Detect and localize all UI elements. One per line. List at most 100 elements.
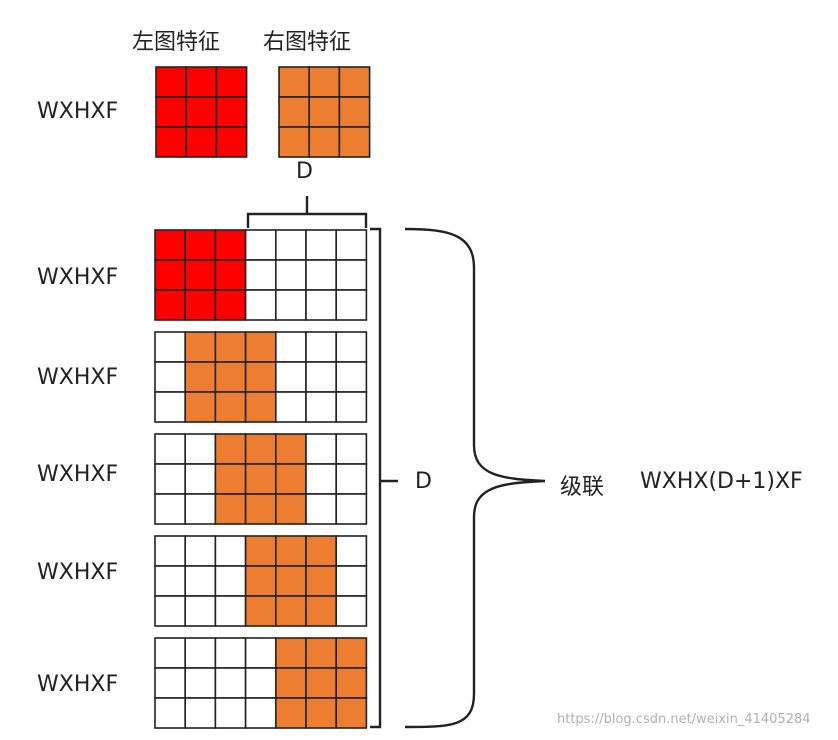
volume-row-4-cell [184,565,217,597]
disparity-label-top: D [296,159,313,184]
volume-row-5-cell [184,637,217,669]
left-feature-cell [185,66,218,98]
volume-row-4-cell [274,565,307,597]
volume-row-1-cell [154,229,187,261]
volume-row-4-cell [184,595,217,627]
volume-row-1-cell [305,289,338,321]
volume-row-5-cell [335,697,368,729]
row-label-1: WXHXF [37,265,119,290]
volume-row-1-cell [154,259,187,291]
volume-row-5-cell [305,637,338,669]
left-feature-cell [215,96,248,128]
volume-row-3-cell [305,463,338,495]
left-feature-cell [215,126,248,158]
volume-row-1-cell [335,259,368,291]
volume-row-3-cell [335,493,368,525]
volume-row-5-cell [184,667,217,699]
volume-row-3-cell [274,493,307,525]
volume-row-1-cell [214,259,247,291]
watermark: https://blog.csdn.net/weixin_41405284 [557,712,811,727]
right-feature-cell [338,66,371,98]
volume-row-4-cell [335,535,368,567]
volume-row-5-cell [244,697,277,729]
row-label-4: WXHXF [37,560,119,585]
volume-row-2-cell [274,391,307,423]
volume-row-4-cell [154,565,187,597]
volume-row-2-cell [244,361,277,393]
volume-row-3-cell [214,493,247,525]
right-feature-cell [308,66,341,98]
volume-row-2-cell [305,331,338,363]
volume-row-3-cell [305,493,338,525]
volume-row-5-cell [184,697,217,729]
right-feature-cell [278,126,311,158]
volume-row-1-cell [214,229,247,261]
volume-row-1-cell [244,229,277,261]
left-feature-cell [155,96,188,128]
volume-row-3-cell [305,433,338,465]
volume-row-4-cell [244,595,277,627]
volume-row-4-cell [335,565,368,597]
volume-row-4-cell [184,535,217,567]
volume-row-3-cell [154,433,187,465]
volume-row-1-cell [274,259,307,291]
volume-row-3-cell [244,433,277,465]
volume-row-3-cell [214,463,247,495]
volume-row-3-cell [274,433,307,465]
volume-row-1-cell [214,289,247,321]
volume-row-4-cell [305,565,338,597]
left-feature-title: 左图特征 [132,30,221,55]
volume-row-4-cell [305,535,338,567]
right-feature-cell [278,96,311,128]
volume-row-5-cell [305,667,338,699]
left-feature-cell [185,126,218,158]
right-feature-cell [338,126,371,158]
volume-row-5-cell [244,667,277,699]
volume-row-5-cell [154,667,187,699]
volume-row-4-cell [305,595,338,627]
volume-row-2-cell [154,361,187,393]
volume-row-1-cell [335,229,368,261]
volume-row-4-cell [244,565,277,597]
volume-row-3-cell [154,463,187,495]
bracket-layer [246,196,546,729]
volume-row-1-cell [184,259,217,291]
volume-row-5-cell [214,667,247,699]
volume-row-4-cell [154,595,187,627]
volume-row-3-cell [244,463,277,495]
volume-row-1-cell [335,289,368,321]
volume-row-2-cell [335,331,368,363]
volume-right-bracket [370,227,398,729]
right-feature-cell [278,66,311,98]
volume-row-1-cell [274,229,307,261]
volume-row-3-cell [154,493,187,525]
volume-row-1-cell [184,289,217,321]
row-label-2: WXHXF [37,365,119,390]
right-feature-cell [308,126,341,158]
disparity-top-bracket [246,196,368,228]
row-label-5: WXHXF [37,672,119,697]
row-label-3: WXHXF [37,462,119,487]
volume-row-1-cell [154,289,187,321]
volume-row-2-cell [154,331,187,363]
volume-row-2-cell [305,391,338,423]
volume-row-3-cell [335,433,368,465]
volume-row-4-cell [154,535,187,567]
right-feature-cell [338,96,371,128]
volume-row-2-cell [214,331,247,363]
concat-label: 级联 [560,475,605,500]
volume-row-5-cell [335,637,368,669]
volume-row-2-cell [335,391,368,423]
volume-row-2-cell [214,361,247,393]
volume-row-4-cell [214,565,247,597]
right-feature-cell [308,96,341,128]
volume-row-2-cell [274,331,307,363]
volume-row-5-cell [154,697,187,729]
volume-row-5-cell [154,637,187,669]
feature-size-label: WXHXF [37,99,119,124]
volume-row-1-cell [305,259,338,291]
volume-row-4-cell [335,595,368,627]
volume-row-2-cell [184,361,217,393]
volume-row-2-cell [154,391,187,423]
volume-row-5-cell [244,637,277,669]
